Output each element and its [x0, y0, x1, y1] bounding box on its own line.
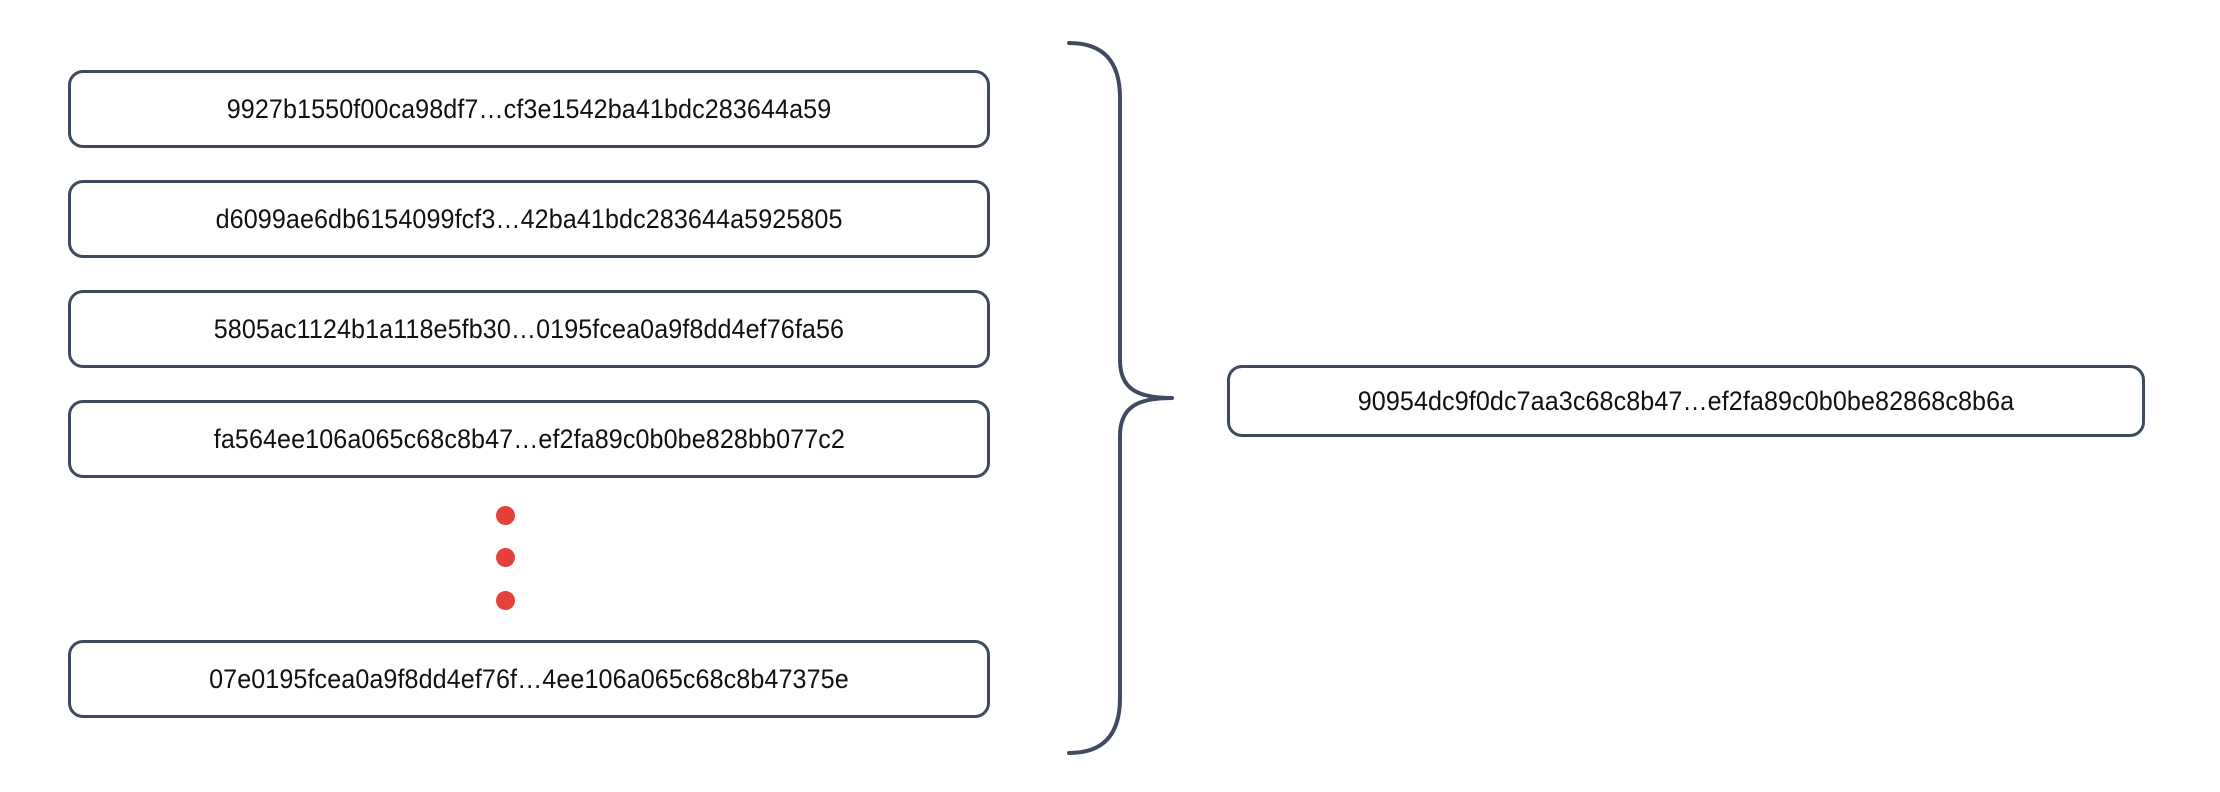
ellipsis-dot-2 [496, 548, 515, 567]
ellipsis-dot-3 [496, 591, 515, 610]
output-hash-box[interactable]: 90954dc9f0dc7aa3c68c8b47…ef2fa89c0b0be82… [1227, 365, 2145, 437]
ellipsis-dot-1 [496, 506, 515, 525]
input-hash-label-1: 9927b1550f00ca98df7…cf3e1542ba41bdc28364… [226, 93, 832, 124]
input-hash-box-5[interactable]: 07e0195fcea0a9f8dd4ef76f…4ee106a065c68c8… [68, 640, 990, 718]
input-hash-box-1[interactable]: 9927b1550f00ca98df7…cf3e1542ba41bdc28364… [68, 70, 990, 148]
curly-brace-icon [1067, 41, 1174, 755]
input-hash-box-4[interactable]: fa564ee106a065c68c8b47…ef2fa89c0b0be828b… [68, 400, 990, 478]
input-hash-box-3[interactable]: 5805ac1124b1a118e5fb30…0195fcea0a9f8dd4e… [68, 290, 990, 368]
output-hash-label: 90954dc9f0dc7aa3c68c8b47…ef2fa89c0b0be82… [1357, 385, 2015, 416]
input-hash-label-3: 5805ac1124b1a118e5fb30…0195fcea0a9f8dd4e… [213, 313, 845, 344]
input-hash-label-4: fa564ee106a065c68c8b47…ef2fa89c0b0be828b… [213, 423, 845, 454]
input-hash-box-2[interactable]: d6099ae6db6154099fcf3…42ba41bdc283644a59… [68, 180, 990, 258]
vertical-ellipsis-icon [496, 506, 516, 620]
input-hash-label-2: d6099ae6db6154099fcf3…42ba41bdc283644a59… [215, 203, 843, 234]
input-hash-label-5: 07e0195fcea0a9f8dd4ef76f…4ee106a065c68c8… [209, 663, 849, 694]
